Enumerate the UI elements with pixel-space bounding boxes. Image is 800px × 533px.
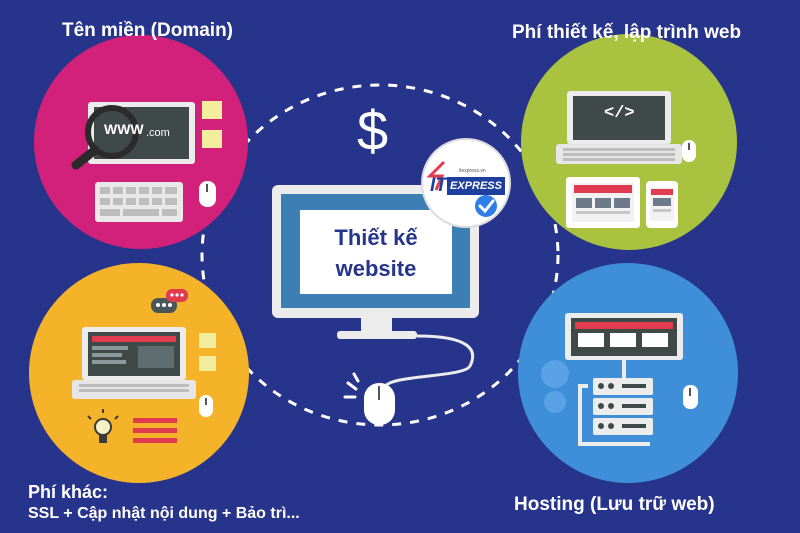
other-fees-circle: [29, 263, 249, 483]
gear-icon: [541, 360, 569, 413]
sticky-note-icon: [202, 101, 222, 119]
sticky-note-icon-3: [199, 333, 216, 348]
logo-domain-text: itexpress.vn: [459, 168, 486, 174]
laptop-icon: [556, 91, 682, 164]
design-fee-label: Phí thiết kế, lập trình web: [512, 22, 742, 43]
mouse-icon-3: [199, 395, 213, 417]
server-icon: [578, 378, 653, 446]
magnifier-icon: [71, 105, 139, 170]
center-title-line1: Thiết kế: [334, 225, 418, 250]
chat-bubble-icon: [151, 289, 188, 313]
com-screen-text: .com: [146, 127, 170, 139]
hosting-monitor: [565, 313, 683, 378]
hosting-label: Hosting (Lưu trữ web): [514, 494, 715, 515]
domain-circle: [34, 35, 248, 249]
center-title: Thiết kế website: [300, 222, 452, 284]
phone-icon: [646, 181, 678, 228]
other-fees-subtitle: SSL + Cập nhật nội dung + Bảo trì...: [28, 505, 300, 522]
text-bar-2: [133, 428, 177, 433]
sticky-note-icon-4: [199, 356, 216, 371]
design-circle: [521, 34, 737, 250]
center-mouse-icon: [343, 372, 395, 425]
text-bar-3: [133, 438, 177, 443]
logo-express-text: EXPRESS: [450, 180, 502, 192]
check-badge-icon: [475, 195, 497, 217]
center-title-line2: website: [335, 256, 417, 281]
dollar-icon: $: [357, 99, 389, 162]
domain-monitor-screen: [94, 107, 189, 159]
other-fees-title: Phí khác:: [28, 482, 109, 502]
sticky-note-icon-2: [202, 130, 222, 148]
code-icon: </>: [604, 104, 635, 123]
domain-label: Tên miền (Domain): [62, 20, 234, 41]
itexpress-logo: [421, 138, 511, 228]
www-screen-text: WWW: [104, 121, 144, 137]
mouse-icon-2: [682, 140, 696, 162]
text-bar: [133, 418, 177, 423]
logo-it-text: IT: [430, 175, 447, 196]
lightbulb-icon: [87, 409, 119, 443]
mouse-icon-4: [683, 385, 698, 409]
mouse-icon: [199, 181, 216, 207]
tablet-icon: [566, 177, 640, 228]
keyboard-icon: [95, 182, 183, 222]
center-monitor: [272, 185, 479, 425]
laptop-icon-2: [72, 327, 196, 399]
hosting-circle: [518, 263, 738, 483]
